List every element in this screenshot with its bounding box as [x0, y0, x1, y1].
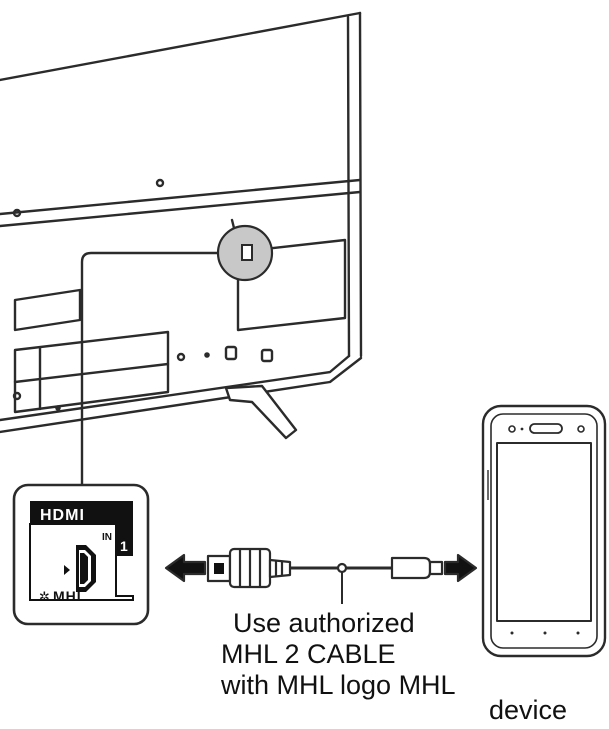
hdmi-label: HDMI [40, 507, 85, 524]
device-label: device [489, 695, 568, 725]
star-icon: ✲ [39, 590, 50, 605]
cable-note-line-1: Use authorized [233, 608, 415, 638]
tv-rear-panel [0, 11, 363, 434]
micro-usb-plug [390, 556, 432, 580]
cable-note-line-3: with MHL logo MHL [221, 670, 456, 700]
tv-hdmi-port-highlight [216, 224, 274, 282]
right-arrow-icon [443, 553, 478, 583]
mhl-label: MHL [53, 588, 86, 604]
port-number: 1 [120, 538, 128, 554]
cable-note-line-2: MHL 2 CABLE [221, 639, 396, 669]
in-label: IN [102, 532, 112, 543]
left-arrow-icon [164, 553, 207, 583]
mhl-device-phone [481, 404, 607, 658]
hdmi-port-callout: HDMI IN 1 ✲ MHL [12, 483, 150, 626]
mhl-cable [164, 547, 478, 604]
tv-stand [224, 384, 298, 440]
callout-leader-line [80, 251, 219, 487]
